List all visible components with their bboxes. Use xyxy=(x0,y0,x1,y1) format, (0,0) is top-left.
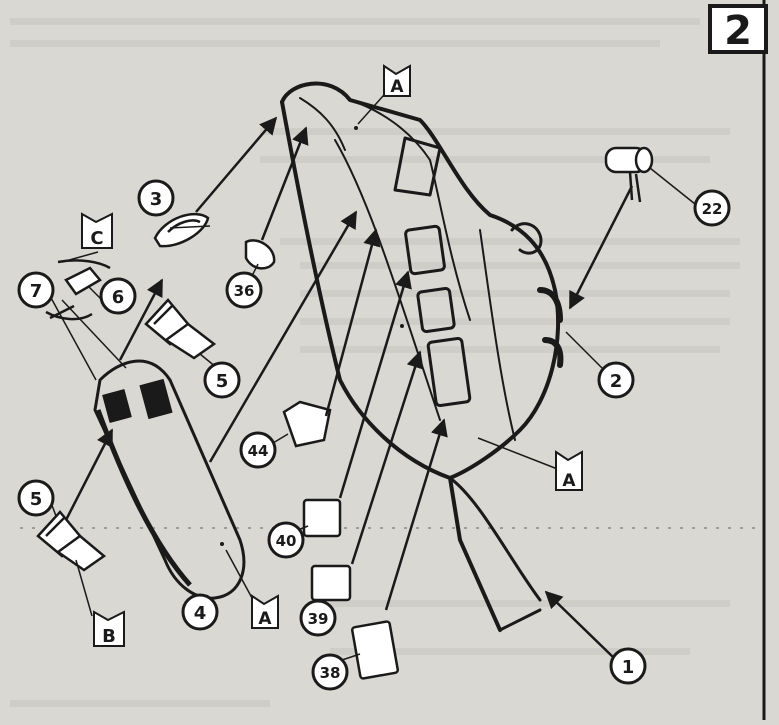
part-39-window-pane xyxy=(310,564,352,602)
callout-36: 36 xyxy=(225,271,263,309)
callout-number: 22 xyxy=(702,200,723,218)
fuselage xyxy=(280,81,564,632)
callout-38: 38 xyxy=(311,653,349,691)
flag-a-right: A xyxy=(555,450,583,491)
callout-22: 22 xyxy=(693,189,731,227)
part-3-canopy-piece xyxy=(153,212,210,248)
step-number-box: 2 xyxy=(708,4,768,54)
callout-1: 1 xyxy=(609,647,647,685)
flag-letter: C xyxy=(90,228,103,249)
flag-a-bottom: A xyxy=(251,594,279,629)
callout-number: 5 xyxy=(216,371,229,392)
callout-44: 44 xyxy=(239,431,277,469)
flag-b: B xyxy=(93,610,125,647)
fuselage-mark-dot xyxy=(400,324,404,328)
assembly-arrows xyxy=(64,116,634,659)
callout-number: 36 xyxy=(234,282,255,300)
callout-number: 1 xyxy=(622,657,635,678)
callout-39: 39 xyxy=(299,599,337,637)
callout-number: 3 xyxy=(150,189,163,210)
callout-number: 38 xyxy=(320,664,341,682)
callout-number: 7 xyxy=(30,281,43,302)
callout-3: 3 xyxy=(137,179,175,217)
callout-number: 4 xyxy=(194,603,207,624)
callout-6: 6 xyxy=(99,277,137,315)
callout-40: 40 xyxy=(267,521,305,559)
bleed-through-text xyxy=(10,18,740,707)
callout-number: 5 xyxy=(30,489,43,510)
part-5-seat-upper xyxy=(144,298,217,360)
callout-number: 6 xyxy=(112,287,125,308)
step-number: 2 xyxy=(724,8,752,54)
fuselage-mark-dot xyxy=(354,126,358,130)
flag-letter: A xyxy=(562,471,576,491)
callout-number: 44 xyxy=(248,442,269,460)
callout-number: 39 xyxy=(308,610,329,628)
part-6-7-control-sticks xyxy=(45,259,111,321)
flag-letter: A xyxy=(390,77,404,97)
part-40-window-pane xyxy=(302,498,342,538)
part-44-instrument-panel xyxy=(282,400,332,448)
flag-a-top: A xyxy=(383,64,411,97)
flag-c: C xyxy=(81,212,113,249)
part-38-window-pane xyxy=(350,620,400,680)
callout-7: 7 xyxy=(17,271,55,309)
floor-mark-dot xyxy=(220,542,224,546)
flag-letter: A xyxy=(258,609,272,629)
part-36-window-piece xyxy=(244,239,276,270)
callout-5-upper: 5 xyxy=(203,361,241,399)
callout-4: 4 xyxy=(181,593,219,631)
part-22-pitot-tube xyxy=(604,146,654,203)
callout-number: 2 xyxy=(610,371,623,392)
callout-5-lower: 5 xyxy=(17,479,55,517)
flag-letter: B xyxy=(102,626,116,647)
part-5-seat-lower xyxy=(36,510,107,572)
callout-2: 2 xyxy=(597,361,635,399)
callout-number: 40 xyxy=(276,532,297,550)
